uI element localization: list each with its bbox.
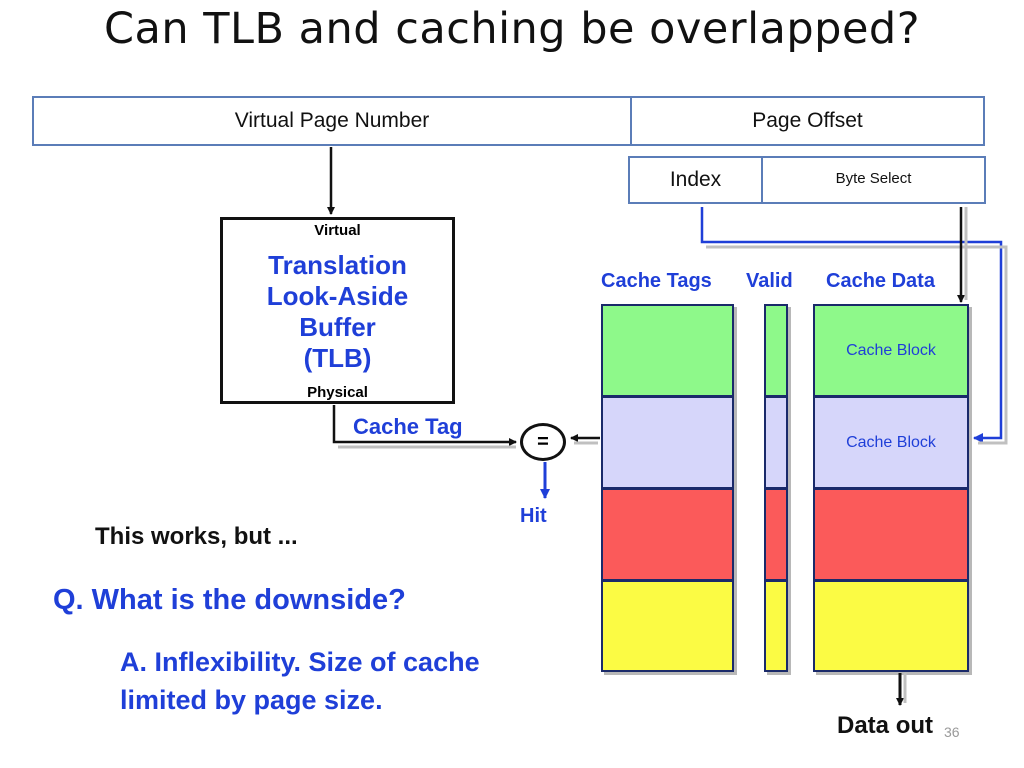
tlb-name: Translation Look-Aside Buffer (TLB)	[223, 250, 452, 374]
index-arrow	[700, 207, 1003, 443]
question-text: Q. What is the downside?	[53, 584, 406, 616]
index-field: Index	[628, 156, 763, 204]
cache-data-cell	[813, 580, 969, 672]
cache-data-header: Cache Data	[826, 270, 935, 292]
cache-tag-label: Cache Tag	[353, 414, 463, 439]
comparator-symbol: =	[537, 430, 549, 453]
page-offset-field: Page Offset	[630, 96, 985, 146]
answer-text: A. Inflexibility. Size of cache limited …	[120, 643, 480, 719]
index-arrow-shadow	[706, 245, 1008, 445]
tlb-name-line-2: Look-Aside	[266, 281, 409, 311]
tlb-to-compare-arrow	[332, 405, 517, 446]
tlb-name-line-1: Translation	[268, 250, 407, 280]
valid-bit-cell	[764, 580, 788, 672]
data-out-label: Data out	[837, 712, 933, 739]
cache-tag-cell	[601, 396, 734, 489]
tlb-physical-label: Physical	[307, 384, 368, 401]
page-number: 36	[944, 724, 960, 740]
cache-block-label: Cache Block	[846, 433, 936, 451]
virtual-page-number-field: Virtual Page Number	[32, 96, 632, 146]
tlb-name-line-4: (TLB)	[303, 343, 372, 373]
cache-block-label: Cache Block	[846, 341, 936, 359]
cache-tags-header: Cache Tags	[601, 270, 712, 292]
byte-select-field: Byte Select	[761, 156, 986, 204]
answer-line-1: A. Inflexibility. Size of cache	[120, 647, 480, 677]
comparator: =	[520, 423, 566, 461]
slide-title: Can TLB and caching be overlapped?	[103, 4, 921, 54]
byte-select-label: Byte Select	[835, 170, 912, 187]
index-label: Index	[669, 168, 722, 191]
tlb-virtual-label: Virtual	[314, 222, 361, 239]
page-offset-label: Page Offset	[752, 109, 863, 132]
cache-tag-cell	[601, 580, 734, 672]
tlb-name-line-3: Buffer	[299, 312, 376, 342]
answer-line-2: limited by page size.	[120, 685, 383, 715]
statement-text: This works, but ...	[95, 523, 298, 550]
virtual-page-number-label: Virtual Page Number	[234, 109, 430, 132]
hit-label: Hit	[520, 505, 547, 527]
cache-data-cell: Cache Block	[813, 304, 969, 397]
tlb-box: Virtual Translation Look-Aside Buffer (T…	[220, 217, 455, 404]
valid-header: Valid	[746, 270, 793, 292]
valid-bit-cell	[764, 488, 788, 581]
valid-bit-cell	[764, 304, 788, 397]
